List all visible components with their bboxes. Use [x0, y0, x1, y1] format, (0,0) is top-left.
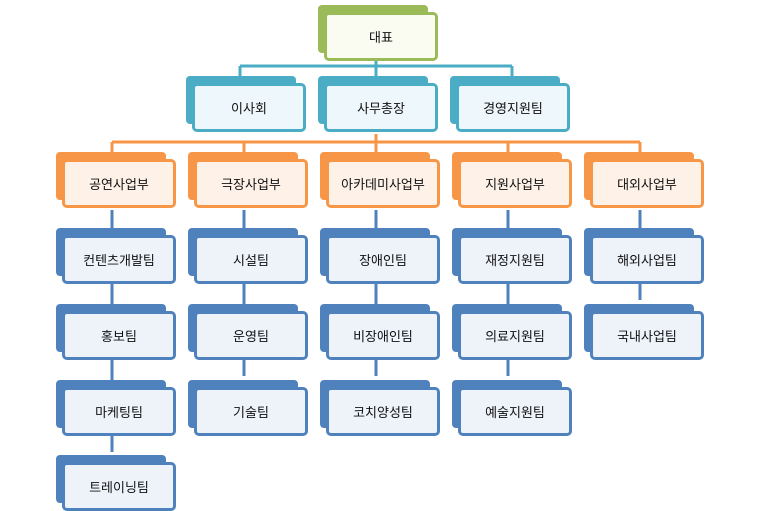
node-management-support: 경영지원팀	[450, 76, 570, 132]
node-team: 국내사업팀	[584, 304, 704, 360]
node-label: 기술팀	[233, 406, 269, 421]
node-division: 공연사업부	[56, 152, 176, 208]
node-label: 경영지원팀	[483, 102, 543, 117]
node-team: 재정지원팀	[452, 228, 572, 284]
node-team: 시설팀	[188, 228, 308, 284]
node-label: 극장사업부	[221, 178, 281, 193]
node-label: 비장애인팀	[353, 330, 413, 345]
node-label: 시설팀	[233, 254, 269, 269]
node-team: 홍보팀	[56, 304, 176, 360]
node-division: 아카데미사업부	[320, 152, 440, 208]
node-label: 트레이닝팀	[89, 481, 149, 496]
node-ceo: 대표	[318, 5, 438, 61]
node-label: 예술지원팀	[485, 406, 545, 421]
node-label: 해외사업팀	[617, 254, 677, 269]
node-label: 아카데미사업부	[341, 178, 425, 193]
node-team: 해외사업팀	[584, 228, 704, 284]
node-secretary-general: 사무총장	[318, 76, 438, 132]
node-board: 이사회	[186, 76, 306, 132]
node-team: 코치양성팀	[320, 380, 440, 436]
node-division: 대외사업부	[584, 152, 704, 208]
node-label: 재정지원팀	[485, 254, 545, 269]
node-label: 지원사업부	[485, 178, 545, 193]
node-team: 예술지원팀	[452, 380, 572, 436]
node-label: 코치양성팀	[353, 406, 413, 421]
node-team: 운영팀	[188, 304, 308, 360]
node-label: 장애인팀	[359, 254, 407, 269]
node-label: 대표	[369, 31, 393, 46]
node-label: 대외사업부	[617, 178, 677, 193]
node-label: 운영팀	[233, 330, 269, 345]
node-team: 장애인팀	[320, 228, 440, 284]
node-label: 사무총장	[357, 102, 405, 117]
node-division: 극장사업부	[188, 152, 308, 208]
node-team: 트레이닝팀	[56, 455, 176, 511]
node-team: 비장애인팀	[320, 304, 440, 360]
node-label: 공연사업부	[89, 178, 149, 193]
node-team: 마케팅팀	[56, 380, 176, 436]
node-label: 국내사업팀	[617, 330, 677, 345]
node-label: 컨텐츠개발팀	[83, 254, 155, 269]
node-label: 이사회	[231, 102, 267, 117]
node-team: 기술팀	[188, 380, 308, 436]
node-label: 홍보팀	[101, 330, 137, 345]
node-team: 컨텐츠개발팀	[56, 228, 176, 284]
node-label: 마케팅팀	[95, 406, 143, 421]
node-label: 의료지원팀	[485, 330, 545, 345]
node-division: 지원사업부	[452, 152, 572, 208]
node-team: 의료지원팀	[452, 304, 572, 360]
